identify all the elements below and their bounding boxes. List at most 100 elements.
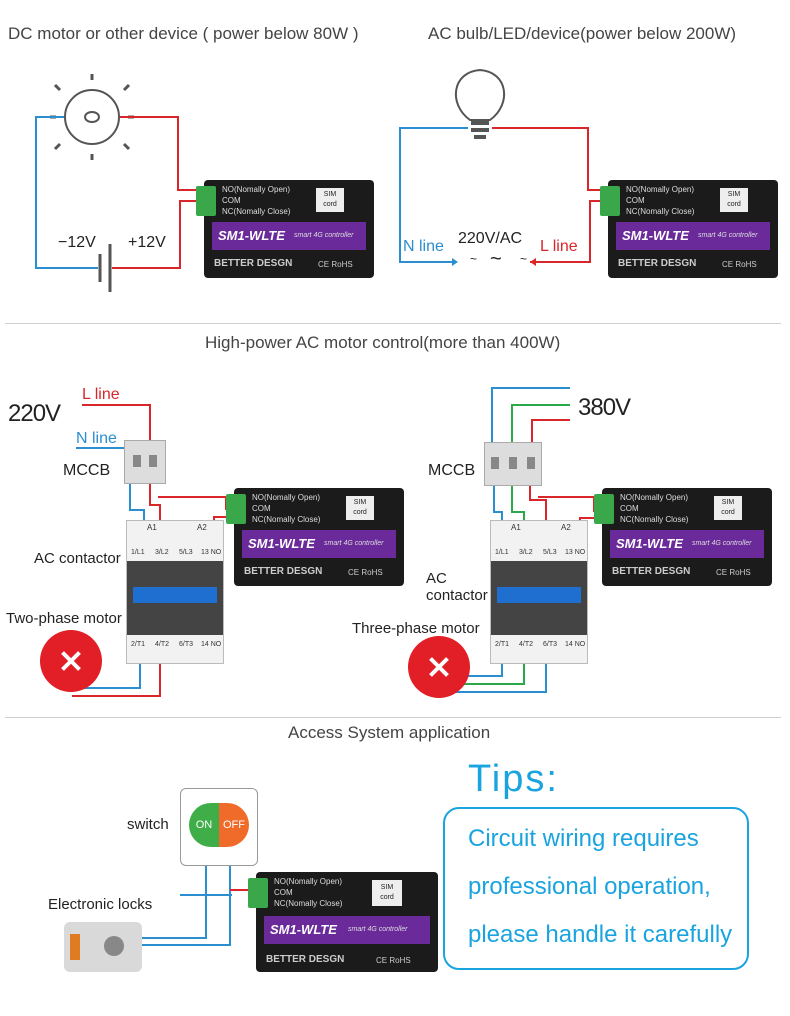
n-line-label: N line	[403, 238, 444, 255]
model-subtitle: smart 4G controller	[294, 232, 354, 239]
l-line-label: L line	[82, 386, 120, 403]
highpower-section-title: High-power AC motor control(more than 40…	[205, 333, 561, 352]
controller-label-band: SM1-WLTE smart 4G controller	[616, 222, 770, 250]
dc-minus-label: −12V	[58, 234, 96, 251]
model-name: SM1-WLTE	[218, 228, 285, 243]
brand-label: BETTER DESGN	[266, 954, 345, 965]
model-name: SM1-WLTE	[622, 228, 689, 243]
bulb-icon	[454, 68, 506, 139]
model-name: SM1-WLTE	[270, 922, 337, 937]
terminal-block	[196, 186, 216, 216]
mccb-label: MCCB	[428, 462, 476, 479]
terminal-com-label: COM	[274, 888, 293, 897]
electronic-lock-icon	[64, 922, 142, 972]
model-name: SM1-WLTE	[248, 536, 315, 551]
controller-label-band: SM1-WLTE smart 4G controller	[610, 530, 764, 558]
terminal-label: 5/L3	[179, 549, 193, 556]
controller-module: NO(Nomally Open) COM NC(Nomally Close) S…	[248, 872, 438, 972]
controller-module: NO(Nomally Open) COM NC(Nomally Close) S…	[600, 180, 778, 278]
terminal-label: 4/T2	[519, 641, 534, 648]
ac-contactor: A1 A2 1/L1 3/L2 5/L3 13 NO 2/T1 4/T2 6/T…	[490, 520, 588, 664]
section-divider	[5, 717, 781, 718]
voltage-220v-label: 220V	[8, 400, 61, 427]
terminal-label: 2/T1	[495, 641, 510, 648]
terminal-nc-label: NC(Nomally Close)	[626, 207, 695, 216]
terminal-com-label: COM	[252, 504, 271, 513]
ac-contactor: A1 A2 1/L1 3/L2 5/L3 13 NO 2/T1 4/T2 6/T…	[126, 520, 224, 664]
tips-title: Tips:	[468, 758, 559, 800]
switch-on: ON	[189, 803, 219, 847]
controller-module: NO(Nomally Open) COM NC(Nomally Close) S…	[196, 180, 374, 278]
n-line-label: N line	[76, 430, 117, 447]
terminal-no-label: NO(Nomally Open)	[626, 185, 695, 194]
a2-label: A2	[561, 523, 571, 532]
controller-label-band: SM1-WLTE smart 4G controller	[242, 530, 396, 558]
two-phase-motor-icon	[40, 630, 102, 692]
terminal-label: 13 NO	[201, 549, 222, 556]
terminal-nc-label: NC(Nomally Close)	[252, 515, 321, 524]
cert-label: CE RoHS	[722, 260, 757, 269]
motor-label: Three-phase motor	[352, 620, 480, 637]
terminal-no-label: NO(Nomally Open)	[620, 493, 689, 502]
terminal-label: 14 NO	[565, 641, 586, 648]
terminal-nc-label: NC(Nomally Close)	[620, 515, 689, 524]
mccb-breaker	[124, 440, 166, 484]
controller-label-band: SM1-WLTE smart 4G controller	[264, 916, 430, 944]
brand-label: BETTER DESGN	[618, 258, 697, 269]
brand-label: BETTER DESGN	[214, 258, 293, 269]
access-section-title: Access System application	[288, 723, 491, 742]
terminal-label: 1/L1	[131, 549, 145, 556]
terminal-block	[600, 186, 620, 216]
terminal-label: 3/L2	[519, 549, 533, 556]
controller-module: NO(Nomally Open) COM NC(Nomally Close) S…	[594, 488, 772, 586]
a1-label: A1	[511, 523, 521, 532]
tips-line-1: Circuit wiring requires	[468, 825, 699, 852]
controller-module: NO(Nomally Open) COM NC(Nomally Close) S…	[226, 488, 404, 586]
terminal-label: 14 NO	[201, 641, 222, 648]
terminal-block	[594, 494, 614, 524]
ac-tilde: ~	[520, 252, 528, 266]
voltage-380v-label: 380V	[578, 394, 631, 421]
ac-contactor-label: AC contactor	[34, 550, 121, 567]
model-subtitle: smart 4G controller	[324, 540, 384, 547]
tips-line-2: professional operation,	[468, 873, 711, 900]
terminal-label: 6/T3	[179, 641, 194, 648]
mccb-breaker	[484, 442, 542, 486]
electronic-locks-label: Electronic locks	[48, 896, 153, 913]
ac-section-title: AC bulb/LED/device(power below 200W)	[428, 24, 737, 43]
controller-label-band: SM1-WLTE smart 4G controller	[212, 222, 366, 250]
model-subtitle: smart 4G controller	[692, 540, 752, 547]
three-phase-motor-icon	[408, 636, 470, 698]
cert-label: CE RoHS	[348, 568, 383, 577]
tips-box	[443, 807, 749, 970]
model-name: SM1-WLTE	[616, 536, 683, 551]
switch-icon: ON OFF	[180, 788, 258, 866]
terminal-label: 4/T2	[155, 641, 170, 648]
terminal-no-label: NO(Nomally Open)	[252, 493, 321, 502]
ac-tilde: ~	[470, 252, 478, 266]
dc-plus-label: +12V	[128, 234, 166, 251]
ac-voltage-label: 220V/AC	[458, 230, 523, 247]
terminal-nc-label: NC(Nomally Close)	[274, 899, 343, 908]
brand-label: BETTER DESGN	[244, 566, 323, 577]
terminal-com-label: COM	[626, 196, 645, 205]
brand-label: BETTER DESGN	[612, 566, 691, 577]
cert-label: CE RoHS	[716, 568, 751, 577]
terminal-no-label: NO(Nomally Open)	[274, 877, 343, 886]
motor-label: Two-phase motor	[6, 610, 122, 627]
mccb-label: MCCB	[63, 462, 111, 479]
terminal-label: 3/L2	[155, 549, 169, 556]
switch-label: switch	[127, 816, 169, 833]
terminal-label: 1/L1	[495, 549, 509, 556]
ac-contactor-label: AC contactor	[426, 570, 488, 604]
dc-section-title: DC motor or other device ( power below 8…	[8, 24, 359, 43]
a1-label: A1	[147, 523, 157, 532]
terminal-nc-label: NC(Nomally Close)	[222, 207, 291, 216]
a2-label: A2	[197, 523, 207, 532]
